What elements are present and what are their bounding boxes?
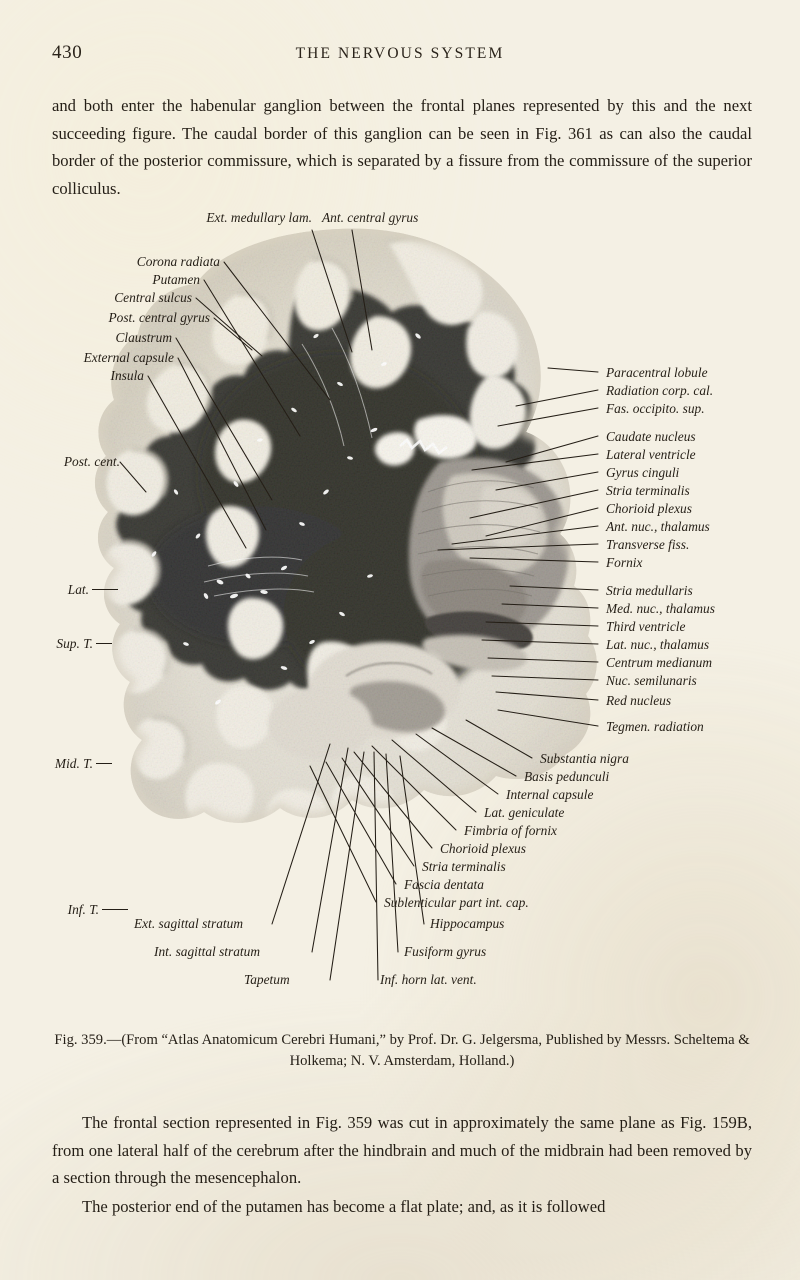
figure-label-internal-capsule: Internal capsule [506, 787, 594, 802]
figure-label-basis-pedunculi: Basis pedunculi [524, 769, 610, 784]
figure-label-mid-t: Mid. T. [0, 756, 112, 771]
figure-label-external-capsule: External capsule [83, 350, 174, 365]
figure-359: Ext. medullary lam. Ant. central gyrus C… [0, 200, 800, 1020]
figure-label-transverse-fiss: Transverse fiss. [606, 537, 690, 552]
figure-label-inf-t: Inf. T. [0, 902, 128, 917]
figure-label-hippocampus: Hippocampus [430, 916, 505, 931]
figure-label-central-sulcus: Central sulcus [114, 290, 192, 305]
leader-dash-inf-t [102, 908, 128, 910]
figure-label-ant-central-gyrus: Ant. central gyrus [322, 210, 419, 225]
figure-label-fas-occipito-sup: Fas. occipito. sup. [606, 401, 705, 416]
figure-label-paracentral-lobule: Paracentral lobule [606, 365, 708, 380]
figure-label-post-central-gyrus: Post. central gyrus [108, 310, 210, 325]
figure-label-med-nuc-thalamus: Med. nuc., thalamus [606, 601, 715, 616]
leader-dash-lat [92, 588, 118, 590]
figure-label-claustrum: Claustrum [115, 330, 172, 345]
figure-label-caudate-nucleus: Caudate nucleus [606, 429, 696, 444]
figure-label-mid-t-text: Mid. T. [54, 756, 93, 771]
figure-label-tegmen-radiation: Tegmen. radiation [606, 719, 704, 734]
body-paragraph-top: and both enter the habenular ganglion be… [52, 96, 752, 198]
figure-label-ext-sagittal-stratum: Ext. sagittal stratum [134, 916, 243, 931]
figure-label-insula: Insula [110, 368, 144, 383]
figure-label-sup-t: Sup. T. [0, 636, 112, 651]
figure-label-corona-radiata: Corona radiata [136, 254, 220, 269]
figure-label-sup-t-text: Sup. T. [56, 636, 93, 651]
figure-label-fimbria-of-fornix: Fimbria of fornix [464, 823, 557, 838]
figure-label-lat-nuc-thalamus: Lat. nuc., thalamus [606, 637, 710, 652]
figure-label-lat-geniculate: Lat. geniculate [484, 805, 565, 820]
figure-label-stria-terminalis-upper: Stria terminalis [606, 483, 690, 498]
figure-label-nuc-semilunaris: Nuc. semilunaris [606, 673, 697, 688]
figure-label-post-cent: Post. cent. [63, 454, 120, 469]
figure-label-lateral-ventricle: Lateral ventricle [606, 447, 696, 462]
figure-label-red-nucleus: Red nucleus [606, 693, 672, 708]
figure-label-lat: Lat. [0, 582, 118, 597]
figure-label-inf-horn-lat-vent: Inf. horn lat. vent. [380, 972, 477, 987]
figure-label-fornix: Fornix [606, 555, 643, 570]
figure-label-third-ventricle: Third ventricle [606, 619, 686, 634]
running-head: 430 THE NERVOUS SYSTEM [52, 42, 748, 68]
figure-label-chorioid-plexus-upper: Chorioid plexus [606, 501, 692, 516]
figure-caption: Fig. 359.—(From “Atlas Anatomicum Cerebr… [54, 1032, 750, 1069]
body-paragraph-bottom-2: The posterior end of the putamen has bec… [82, 1197, 606, 1216]
leader-dash-mid-t [96, 762, 112, 764]
figure-label-tapetum: Tapetum [244, 972, 290, 987]
figure-label-fascia-dentata: Fascia dentata [404, 877, 484, 892]
figure-label-substantia-nigra: Substantia nigra [540, 751, 629, 766]
figure-label-stria-medullaris: Stria medullaris [606, 583, 693, 598]
figure-label-ant-nuc-thalamus: Ant. nuc., thalamus [606, 519, 710, 534]
figure-label-int-sagittal-stratum: Int. sagittal stratum [154, 944, 261, 959]
figure-label-lat-text: Lat. [67, 582, 89, 597]
leader-dash-sup-t [96, 642, 112, 644]
figure-label-inf-t-text: Inf. T. [67, 902, 99, 917]
figure-label-centrum-medianum: Centrum medianum [606, 655, 713, 670]
body-paragraph-bottom-1: The frontal section represented in Fig. … [52, 1113, 752, 1187]
page-number: 430 [52, 42, 83, 63]
running-title: THE NERVOUS SYSTEM [295, 45, 505, 62]
figure-label-gyrus-cinguli: Gyrus cinguli [606, 465, 680, 480]
figure-label-radiation-corp-cal: Radiation corp. cal. [606, 383, 714, 398]
figure-label-stria-terminalis-lower: Stria terminalis [422, 859, 506, 874]
figure-label-chorioid-plexus-lower: Chorioid plexus [440, 841, 526, 856]
figure-label-putamen: Putamen [152, 272, 200, 287]
figure-label-ext-medullary-lam: Ext. medullary lam. [206, 210, 312, 225]
figure-label-sublenticular-part: Sublenticular part int. cap. [384, 895, 529, 910]
figure-label-fusiform-gyrus: Fusiform gyrus [404, 944, 487, 959]
